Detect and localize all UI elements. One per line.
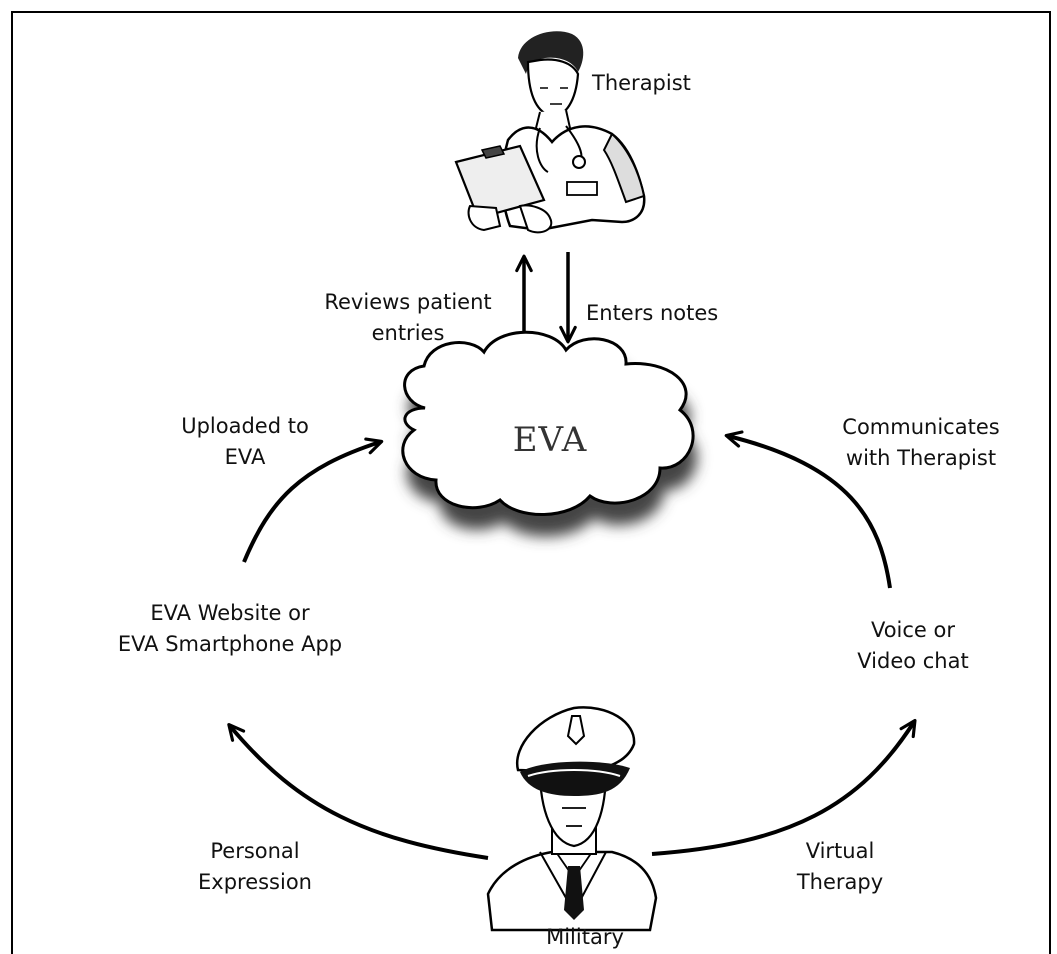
communicates-label: Communicates with Therapist: [842, 415, 1000, 470]
military-officer-icon: [486, 706, 658, 932]
reviews-label: Reviews patient entries: [324, 290, 492, 345]
arrow-personal: [227, 723, 489, 860]
virtual-therapy-label: Virtual Therapy: [796, 839, 884, 894]
voice-video-node: Voice or Video chat: [857, 618, 969, 673]
military-label: Military: [546, 925, 624, 949]
arrow-communicates: [724, 430, 892, 589]
curved-arrows: [227, 430, 917, 860]
arrow-uploaded: [242, 437, 384, 563]
therapist-figure-icon: [454, 31, 646, 234]
arrow-virtual: [651, 718, 917, 856]
uploaded-label: Uploaded to EVA: [181, 414, 309, 469]
eva-cloud-label: EVA: [512, 420, 588, 460]
cloud-icon: [401, 330, 698, 537]
therapist-label: Therapist: [592, 71, 691, 95]
personal-expression-label: Personal Expression: [198, 839, 312, 894]
eva-website-node: EVA Website or EVA Smartphone App: [117, 601, 343, 656]
diagram-frame: [11, 11, 1051, 954]
enters-notes-label: Enters notes: [586, 301, 719, 325]
